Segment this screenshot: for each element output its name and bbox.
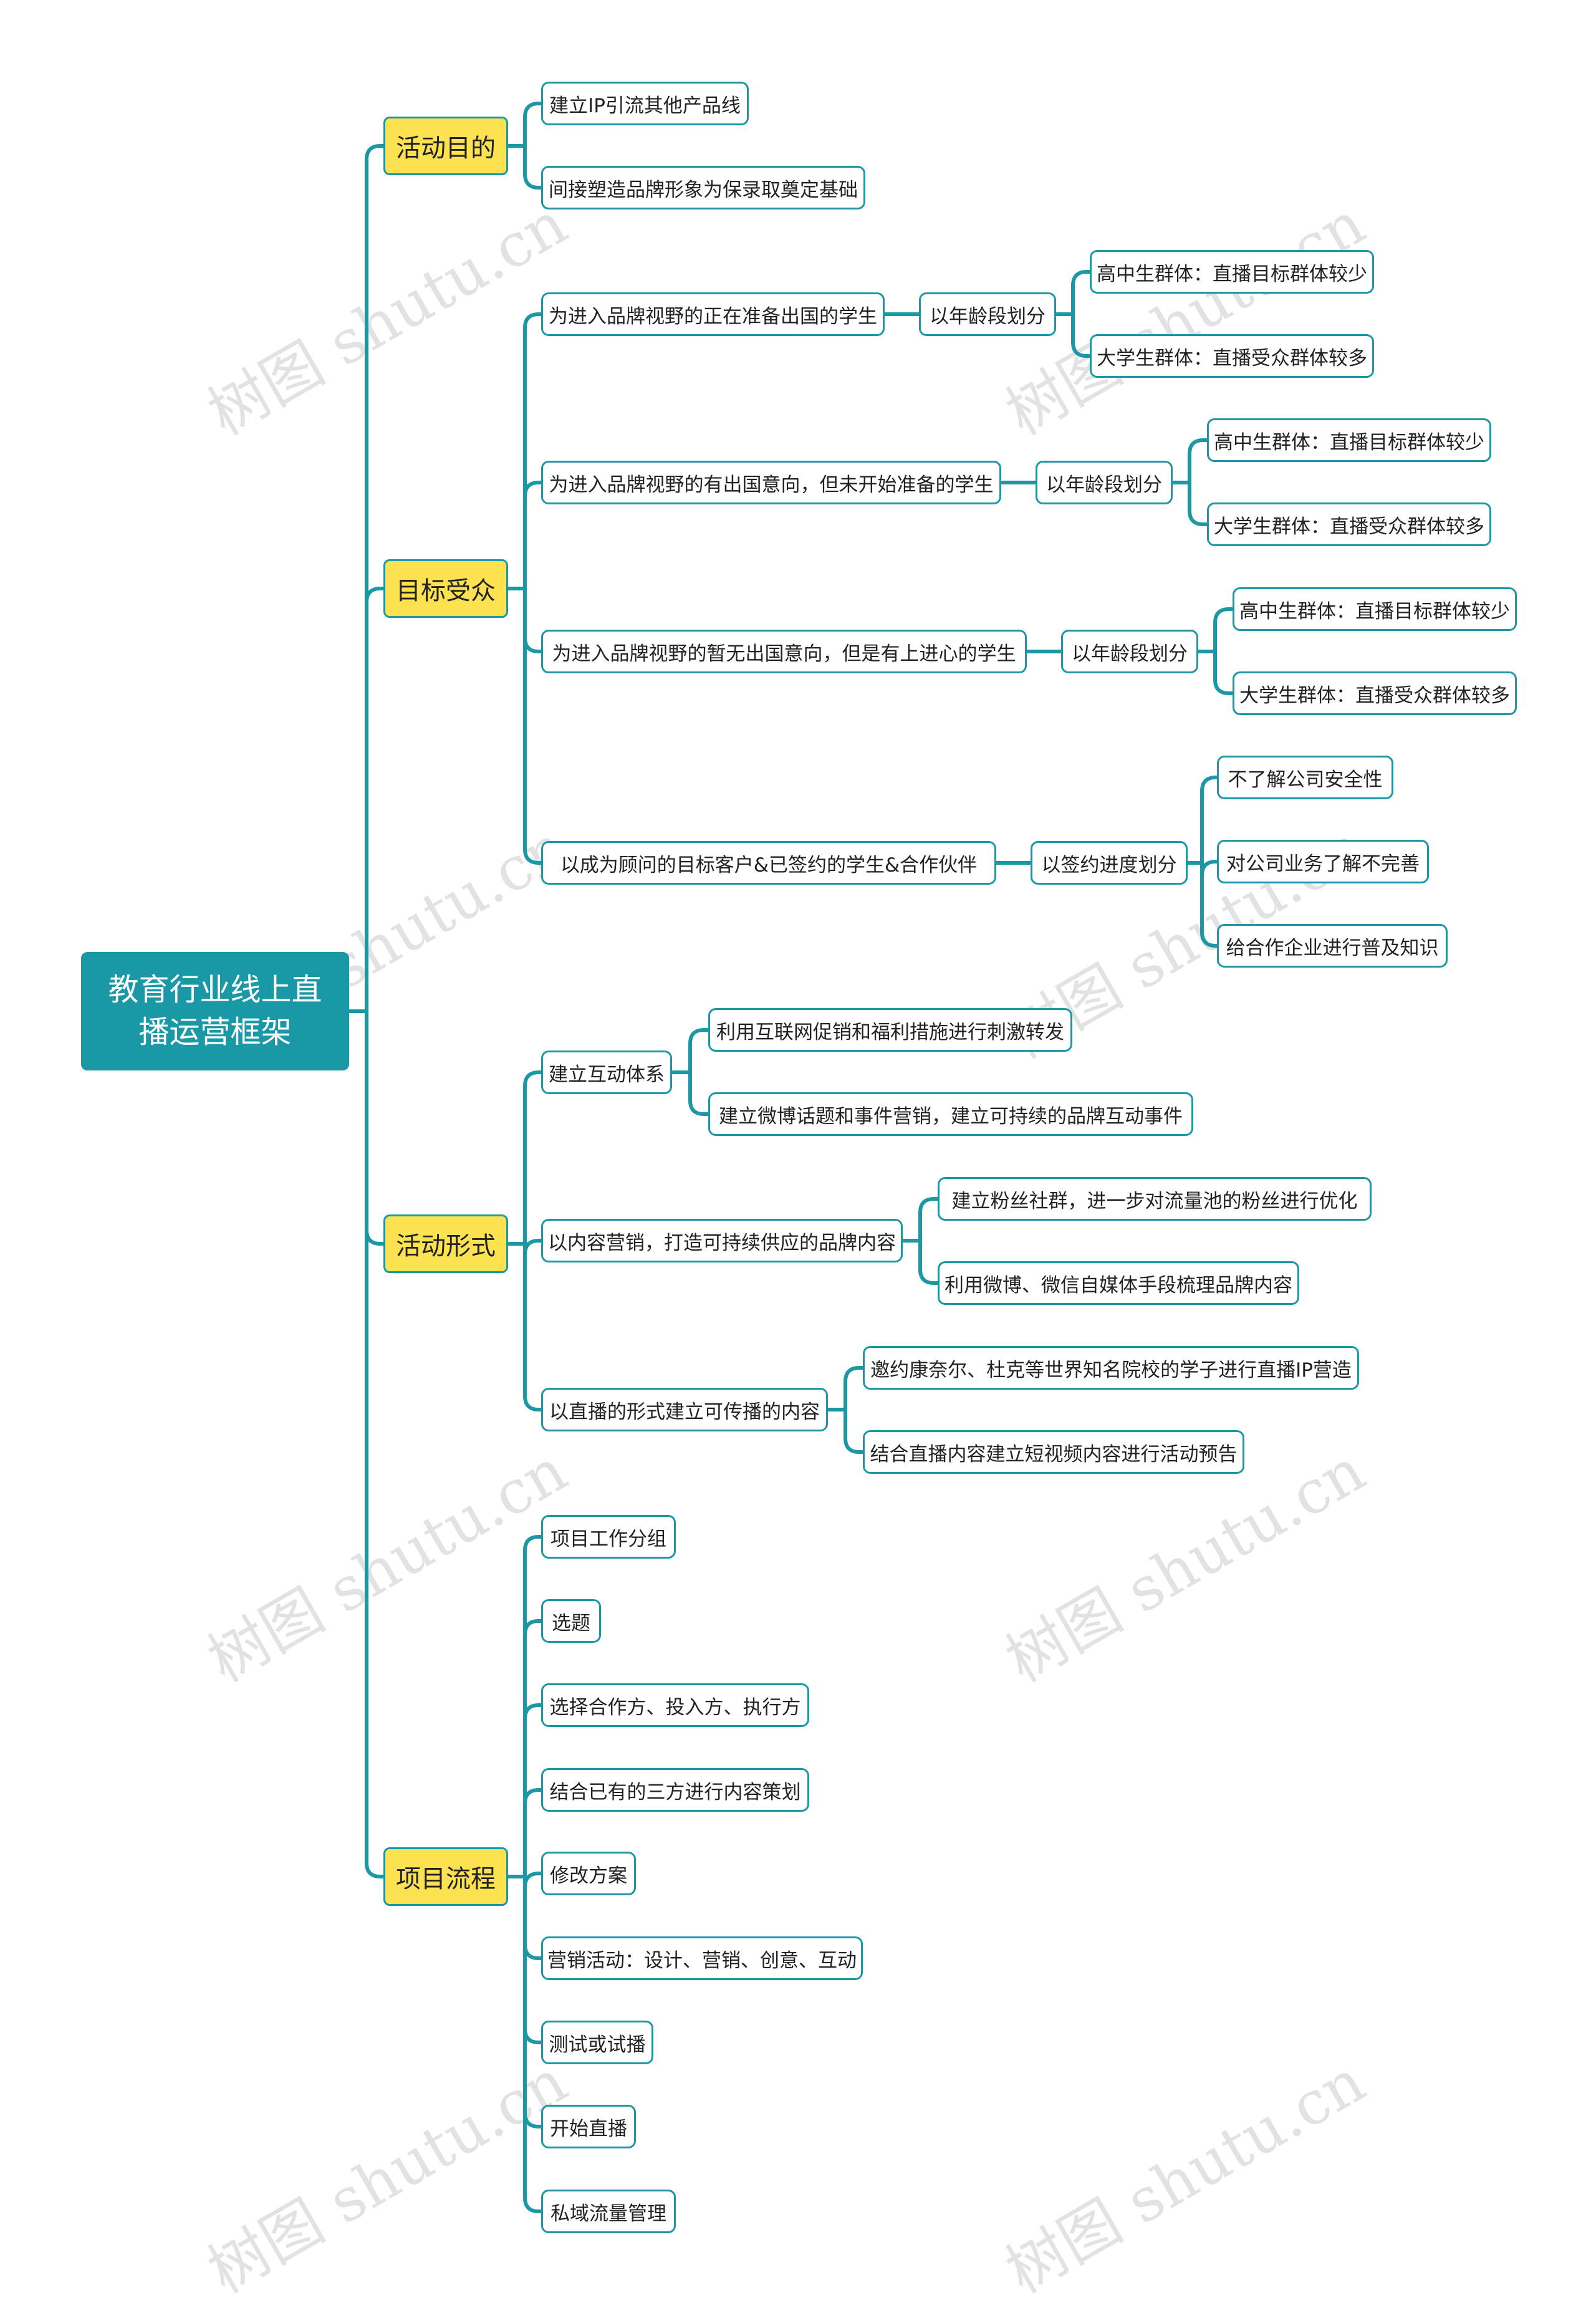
format-detail[interactable]: 邀约康奈尔、杜克等世界知名院校的学子进行直播IP营造 [863, 1346, 1359, 1390]
format-item[interactable]: 以内容营销，打造可持续供应的品牌内容 [541, 1219, 903, 1262]
division-detail[interactable]: 不了解公司安全性 [1217, 756, 1393, 799]
division-method[interactable]: 以年龄段划分 [1061, 630, 1198, 673]
format-item[interactable]: 以直播的形式建立可传播的内容 [541, 1388, 828, 1431]
process-step[interactable]: 选题 [541, 1599, 601, 1643]
branch-target-audience[interactable]: 目标受众 [383, 559, 508, 618]
division-detail[interactable]: 大学生群体：直播受众群体较多 [1233, 671, 1517, 715]
process-step[interactable]: 营销活动：设计、营销、创意、互动 [541, 1936, 863, 1980]
division-detail[interactable]: 给合作企业进行普及知识 [1217, 924, 1448, 968]
connector [506, 1535, 543, 2213]
process-step[interactable]: 测试或试播 [541, 2021, 653, 2064]
connector [1196, 607, 1234, 695]
connector [506, 312, 543, 865]
audience-segment[interactable]: 为进入品牌视野的有出国意向，但未开始准备的学生 [541, 461, 1001, 504]
connector [506, 1070, 543, 1411]
division-detail[interactable]: 大学生群体：直播受众群体较多 [1090, 334, 1374, 378]
audience-segment[interactable]: 为进入品牌视野的正在准备出国的学生 [541, 292, 885, 336]
format-detail[interactable]: 利用微博、微信自媒体手段梳理品牌内容 [938, 1261, 1299, 1305]
division-method[interactable]: 以年龄段划分 [1036, 461, 1173, 504]
connector [901, 1197, 940, 1285]
process-step[interactable]: 开始直播 [541, 2105, 636, 2148]
connector [1186, 776, 1219, 948]
process-step[interactable]: 选择合作方、投入方、执行方 [541, 1683, 809, 1727]
division-detail[interactable]: 高中生群体：直播目标群体较少 [1233, 587, 1517, 631]
format-detail[interactable]: 利用互联网促销和福利措施进行刺激转发 [708, 1008, 1072, 1052]
process-step[interactable]: 项目工作分组 [541, 1515, 676, 1559]
branch-project-process[interactable]: 项目流程 [383, 1847, 508, 1906]
branch-activity-format[interactable]: 活动形式 [383, 1214, 508, 1273]
process-step[interactable]: 私域流量管理 [541, 2190, 676, 2233]
connector [347, 144, 385, 1878]
format-detail[interactable]: 建立粉丝社群，进一步对流量池的粉丝进行优化 [938, 1177, 1372, 1221]
audience-segment[interactable]: 为进入品牌视野的暂无出国意向，但是有上进心的学生 [541, 630, 1027, 673]
connector [506, 102, 543, 190]
connector [1171, 438, 1209, 526]
division-detail[interactable]: 对公司业务了解不完善 [1217, 840, 1429, 883]
root-topic[interactable]: 教育行业线上直播运营框架 [81, 952, 349, 1070]
division-detail[interactable]: 高中生群体：直播目标群体较少 [1207, 418, 1491, 462]
format-detail[interactable]: 建立微博话题和事件营销，建立可持续的品牌互动事件 [708, 1092, 1193, 1136]
connector [1054, 270, 1092, 358]
division-method[interactable]: 以年龄段划分 [919, 292, 1056, 336]
format-detail[interactable]: 结合直播内容建立短视频内容进行活动预告 [863, 1430, 1244, 1474]
division-detail[interactable]: 高中生群体：直播目标群体较少 [1090, 250, 1374, 294]
goal-item[interactable]: 间接塑造品牌形象为保录取奠定基础 [541, 166, 865, 209]
process-step[interactable]: 修改方案 [541, 1852, 636, 1895]
goal-item[interactable]: 建立IP引流其他产品线 [541, 82, 749, 125]
audience-segment[interactable]: 以成为顾问的目标客户&已签约的学生&合作伙伴 [541, 841, 996, 885]
division-detail[interactable]: 大学生群体：直播受众群体较多 [1207, 503, 1491, 546]
format-item[interactable]: 建立互动体系 [541, 1051, 672, 1094]
division-method[interactable]: 以签约进度划分 [1031, 841, 1188, 885]
process-step[interactable]: 结合已有的三方进行内容策划 [541, 1768, 809, 1812]
connector [826, 1366, 865, 1454]
branch-activity-goal[interactable]: 活动目的 [383, 117, 508, 175]
connector [670, 1028, 710, 1116]
